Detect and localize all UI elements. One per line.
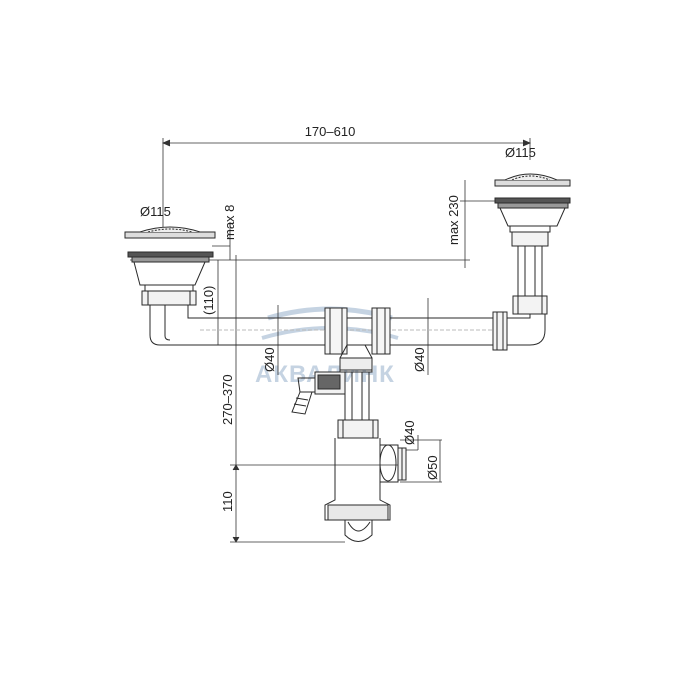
right-union [492,305,546,351]
central-tee [324,307,391,421]
dimension-labels: 170–610 Ø115 Ø115 max 8 max 230 (110) 27… [140,124,536,512]
dim-max230-label: max 230 [446,195,461,245]
dim-110-label: 110 [220,491,235,512]
left-tail-pipe [149,305,285,346]
dim-pipe-d40-left-label: Ø40 [262,347,277,372]
left-drain-strainer [124,226,216,306]
appliance-hose-nozzle [291,371,346,415]
dim-110-paren-label: (110) [201,286,216,315]
dim-left-drain-label: Ø115 [140,204,171,219]
horizontal-pipe [200,317,500,346]
dim-270-370-label: 270–370 [220,374,235,425]
right-drain-strainer [494,173,571,315]
dim-pipe-d40-right-label: Ø40 [412,347,427,372]
dim-max8-label: max 8 [222,205,237,240]
dim-outlet-d50-label: Ø50 [425,455,440,480]
dimension-lines [130,138,532,543]
dim-right-drain-label: Ø115 [505,145,536,160]
dim-outlet-d40-label: Ø40 [402,420,417,445]
dim-span-label: 170–610 [305,124,356,139]
bottle-trap [324,419,407,542]
